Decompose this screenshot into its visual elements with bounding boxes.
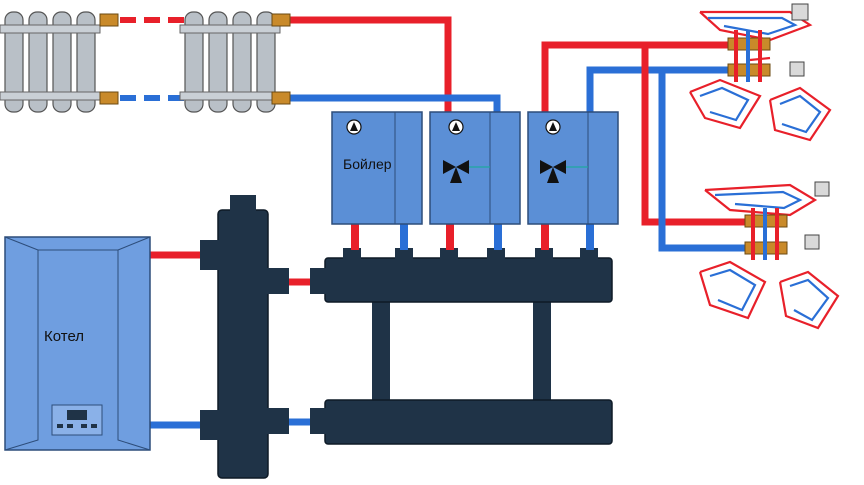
radiator-right: [179, 11, 291, 113]
radiator-supply-pipe: [288, 16, 452, 112]
thermostat-icon: [804, 181, 830, 250]
floor-heating-top: [689, 3, 832, 142]
kotel-unit: [4, 236, 151, 451]
pump-icon: [448, 119, 464, 135]
mixing-valve-icon: [540, 160, 588, 183]
floor-manifold: [727, 30, 771, 82]
floor-heating-loop-icon: [689, 10, 832, 142]
radiator-icon: [179, 11, 281, 113]
kotel-label: Котел: [44, 328, 85, 345]
control-panel: [51, 404, 103, 436]
floor-return-pipe-top: [586, 66, 730, 112]
radiator-valve-supply: [271, 13, 291, 27]
manifold-ports: [343, 248, 598, 260]
radiator-valve-return: [271, 91, 291, 105]
pump-icon: [346, 119, 362, 135]
thermostat-icon: [789, 3, 809, 77]
manifold-supply-bar: [324, 257, 613, 303]
pipes: [120, 16, 750, 429]
floor-manifold: [744, 208, 788, 260]
floor-circuit-unit: [527, 111, 619, 250]
radiator-left: [0, 11, 119, 113]
pump-icon: [545, 119, 561, 135]
mixing-valve-icon: [443, 160, 490, 183]
floor-heating-loop-icon: [698, 183, 840, 330]
boiler-tank-label: Бойлер: [343, 156, 392, 172]
floor-supply-pipe-top: [541, 41, 730, 112]
radiator-icon: [0, 11, 101, 113]
floor-return-pipe-bottom: [658, 70, 750, 252]
hydraulic-separator: [200, 195, 328, 479]
radiator-circuit-unit: [429, 111, 521, 250]
floor-heating-bottom: [698, 181, 840, 330]
radiator-valve-supply: [99, 13, 119, 27]
manifold-leg: [372, 300, 390, 406]
manifold-leg: [533, 300, 551, 406]
floor-supply-pipe-bottom: [641, 45, 750, 226]
manifold-return-bar: [324, 399, 613, 445]
distribution-manifold: [324, 248, 613, 445]
boiler-tank-unit: [331, 111, 423, 250]
radiator-return-pipe: [288, 94, 501, 112]
radiator-valve-return: [99, 91, 119, 105]
